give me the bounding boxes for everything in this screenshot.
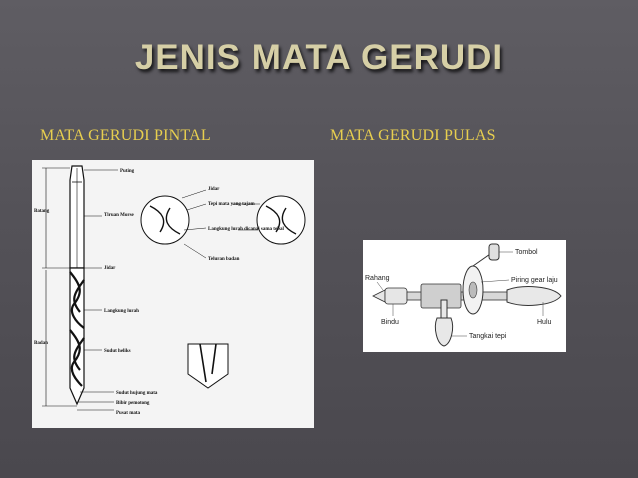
label-bibir-pemotong: Bibir pemotong (116, 401, 150, 406)
label-teluran-badan: Teluran badan (208, 257, 240, 262)
label-tepi-mata: Tepi mata yang tajam (208, 202, 255, 207)
label-tombol: Tombol (515, 249, 538, 256)
label-jidar-mid: Jidar (104, 266, 116, 271)
label-hulu: Hulu (537, 319, 552, 326)
hand-drill-diagram: Tombol Rahang Piring gear laju Bindu Hul… (363, 240, 566, 352)
label-langkung-lurah: Langkung lurah (104, 309, 139, 314)
label-puting: Puting (120, 169, 135, 174)
twist-drill-illustration: Batang Badan Puting Tiruan Morse Jidar L… (34, 165, 306, 416)
twist-drill-diagram: Batang Badan Puting Tiruan Morse Jidar L… (32, 160, 314, 428)
label-langkung: Langkung lurah dicanai sama tebal (208, 227, 284, 232)
label-jidar-top: Jidar (208, 187, 220, 192)
slide-title: JENIS MATA GERUDI (134, 38, 504, 77)
label-tangkai-tepi: Tangkai tepi (469, 333, 507, 340)
label-badan: Badan (34, 341, 48, 346)
label-bindu: Bindu (381, 319, 399, 326)
label-rahang: Rahang (365, 275, 390, 282)
label-piring-gear: Piring gear laju (511, 277, 558, 284)
twist-drill-heading: MATA GERUDI PINTAL (40, 127, 211, 144)
label-pusat-mata: Pusat mata (116, 411, 141, 416)
hand-drill-heading: MATA GERUDI PULAS (330, 127, 496, 144)
label-batang: Batang (34, 209, 50, 214)
label-tiruan-morse: Tiruan Morse (104, 213, 135, 218)
label-sudut-heliks: Sudut heliks (104, 349, 131, 354)
label-sudut-hujung: Sudut hujung mata (116, 391, 158, 396)
hand-drill-illustration: Tombol Rahang Piring gear laju Bindu Hul… (365, 243, 562, 347)
